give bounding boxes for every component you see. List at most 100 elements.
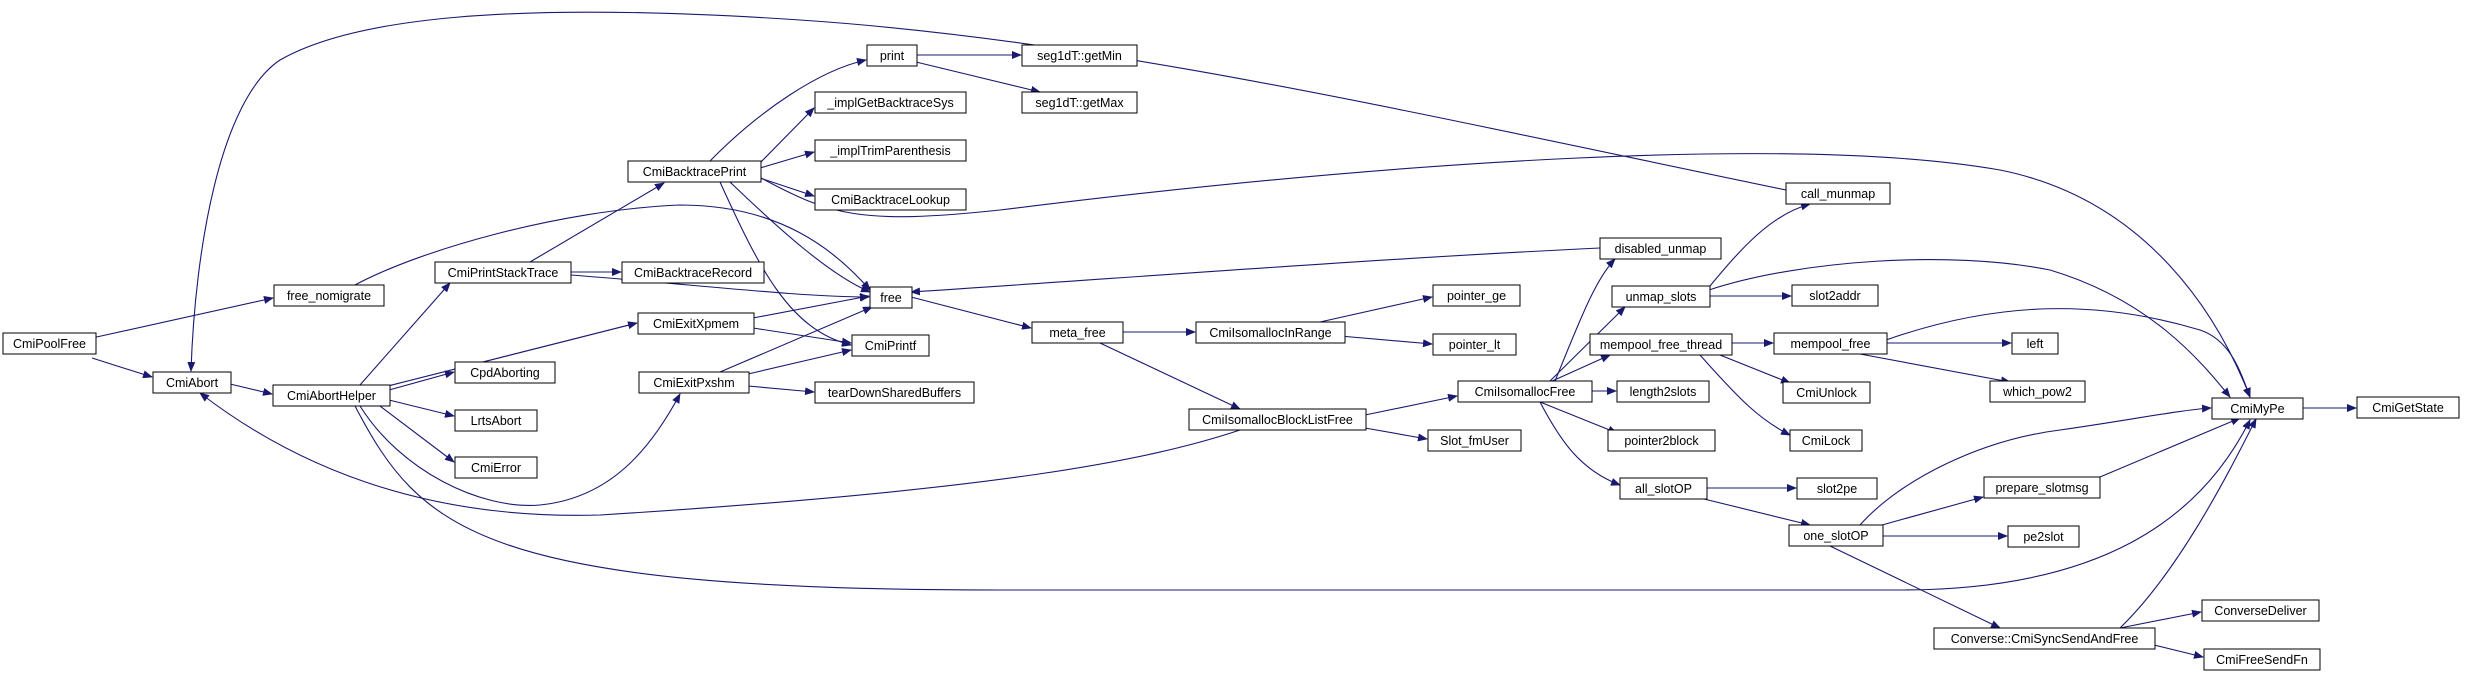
node-box[interactable] (1195, 321, 1346, 344)
node-call-munmap[interactable]: call_munmap (1785, 182, 1891, 205)
node-which-pow2[interactable]: which_pow2 (1989, 380, 2086, 403)
node-box[interactable] (1773, 332, 1888, 355)
node-disabled-unmap[interactable]: disabled_unmap (1599, 237, 1722, 260)
node-pointer2block[interactable]: pointer2block (1607, 429, 1716, 452)
node-free-nomigrate[interactable]: free_nomigrate (273, 284, 385, 307)
node-one-slotop[interactable]: one_slotOP (1788, 524, 1884, 547)
node-cmiexitpxshm[interactable]: CmiExitPxshm (638, 371, 750, 394)
node-box[interactable] (814, 91, 967, 114)
node-cmibacktracerecord[interactable]: CmiBacktraceRecord (621, 261, 765, 284)
node-box[interactable] (1427, 429, 1522, 452)
node-box[interactable] (627, 160, 762, 183)
node-box[interactable] (1188, 408, 1367, 431)
node-all-slotop[interactable]: all_slotOP (1619, 477, 1708, 500)
node-box[interactable] (2203, 648, 2321, 671)
node-box[interactable] (2007, 525, 2080, 548)
node-box[interactable] (1619, 477, 1708, 500)
node-box[interactable] (152, 371, 232, 394)
node-cmiprintstacktrace[interactable]: CmiPrintStackTrace (434, 261, 572, 284)
node-meta-free[interactable]: meta_free (1031, 321, 1124, 344)
node-box[interactable] (1989, 380, 2086, 403)
node-box[interactable] (1432, 333, 1517, 356)
node-box[interactable] (814, 381, 975, 404)
node-cmigetstate[interactable]: CmiGetState (2356, 396, 2460, 419)
node-cpdaborting[interactable]: CpdAborting (454, 361, 556, 384)
node-box[interactable] (851, 334, 930, 357)
node-cmiisomallocblocklistfree[interactable]: CmiIsomallocBlockListFree (1188, 408, 1367, 431)
node-cmifreesendfn[interactable]: CmiFreeSendFn (2203, 648, 2321, 671)
node-box[interactable] (1611, 285, 1711, 308)
node-unmap-slots[interactable]: unmap_slots (1611, 285, 1711, 308)
node-cmimype[interactable]: CmiMyPe (2211, 397, 2304, 420)
node-box[interactable] (1791, 284, 1879, 307)
node-cmiisomallocinrange[interactable]: CmiIsomallocInRange (1195, 321, 1346, 344)
node-box[interactable] (2201, 599, 2320, 622)
node-cmisyncsendandfree[interactable]: Converse::CmiSyncSendAndFree (1933, 627, 2156, 650)
node-cmiaborthelper[interactable]: CmiAbortHelper (272, 384, 391, 407)
node-cmibacktracelookup[interactable]: CmiBacktraceLookup (814, 188, 967, 211)
node-free[interactable]: free (869, 286, 913, 309)
node-cmipoolfree[interactable]: CmiPoolFree (2, 332, 97, 355)
node-box[interactable] (2, 332, 97, 355)
node-pointer-lt[interactable]: pointer_lt (1432, 333, 1517, 356)
node-cmierror[interactable]: CmiError (454, 456, 538, 479)
node-box[interactable] (434, 261, 572, 284)
node-box[interactable] (1457, 380, 1593, 403)
node-box[interactable] (1789, 429, 1863, 452)
node-cmiisomallocfree[interactable]: CmiIsomallocFree (1457, 380, 1593, 403)
node-box[interactable] (1785, 182, 1891, 205)
node-cmiabort[interactable]: CmiAbort (152, 371, 232, 394)
node-slot2pe[interactable]: slot2pe (1796, 477, 1878, 500)
node-box[interactable] (866, 44, 918, 67)
node-box[interactable] (1616, 380, 1710, 403)
node-cmilock[interactable]: CmiLock (1789, 429, 1863, 452)
node-box[interactable] (272, 384, 391, 407)
node-box[interactable] (814, 139, 967, 162)
node-box[interactable] (454, 361, 556, 384)
node-seg1dt-getmin[interactable]: seg1dT::getMin (1021, 44, 1138, 67)
node-implgetbacktracesys[interactable]: _implGetBacktraceSys (814, 91, 967, 114)
node-box[interactable] (1983, 476, 2101, 499)
node-mempool-free[interactable]: mempool_free (1773, 332, 1888, 355)
node-lrtsabort[interactable]: LrtsAbort (454, 409, 538, 432)
node-box[interactable] (1021, 91, 1138, 114)
node-box[interactable] (1021, 44, 1138, 67)
node-length2slots[interactable]: length2slots (1616, 380, 1710, 403)
node-box[interactable] (638, 371, 750, 394)
node-box[interactable] (637, 312, 755, 335)
node-box[interactable] (2211, 397, 2304, 420)
node-box[interactable] (621, 261, 765, 284)
node-box[interactable] (1432, 284, 1521, 307)
node-box[interactable] (1788, 524, 1884, 547)
node-box[interactable] (454, 409, 538, 432)
node-box[interactable] (2011, 332, 2059, 355)
node-conversedeliver[interactable]: ConverseDeliver (2201, 599, 2320, 622)
node-box[interactable] (1796, 477, 1878, 500)
node-box[interactable] (869, 286, 913, 309)
node-print[interactable]: print (866, 44, 918, 67)
node-seg1dt-getmax[interactable]: seg1dT::getMax (1021, 91, 1138, 114)
node-impltrimparenthesis[interactable]: _implTrimParenthesis (814, 139, 967, 162)
node-box[interactable] (1607, 429, 1716, 452)
node-pointer-ge[interactable]: pointer_ge (1432, 284, 1521, 307)
node-box[interactable] (2356, 396, 2460, 419)
node-box[interactable] (1599, 237, 1722, 260)
node-slot2addr[interactable]: slot2addr (1791, 284, 1879, 307)
node-prepare-slotmsg[interactable]: prepare_slotmsg (1983, 476, 2101, 499)
node-box[interactable] (1782, 381, 1871, 404)
node-cmibacktraceprint[interactable]: CmiBacktracePrint (627, 160, 762, 183)
node-cmiprintf[interactable]: CmiPrintf (851, 334, 930, 357)
node-box[interactable] (1933, 627, 2156, 650)
node-mempool-free-thread[interactable]: mempool_free_thread (1589, 333, 1733, 356)
node-box[interactable] (273, 284, 385, 307)
node-box[interactable] (454, 456, 538, 479)
node-cmiexitxpmem[interactable]: CmiExitXpmem (637, 312, 755, 335)
node-box[interactable] (814, 188, 967, 211)
node-cmiunlock[interactable]: CmiUnlock (1782, 381, 1871, 404)
node-pe2slot[interactable]: pe2slot (2007, 525, 2080, 548)
node-box[interactable] (1589, 333, 1733, 356)
node-slot-fmuser[interactable]: Slot_fmUser (1427, 429, 1522, 452)
node-left[interactable]: left (2011, 332, 2059, 355)
node-box[interactable] (1031, 321, 1124, 344)
node-teardownsharedbuffers[interactable]: tearDownSharedBuffers (814, 381, 975, 404)
